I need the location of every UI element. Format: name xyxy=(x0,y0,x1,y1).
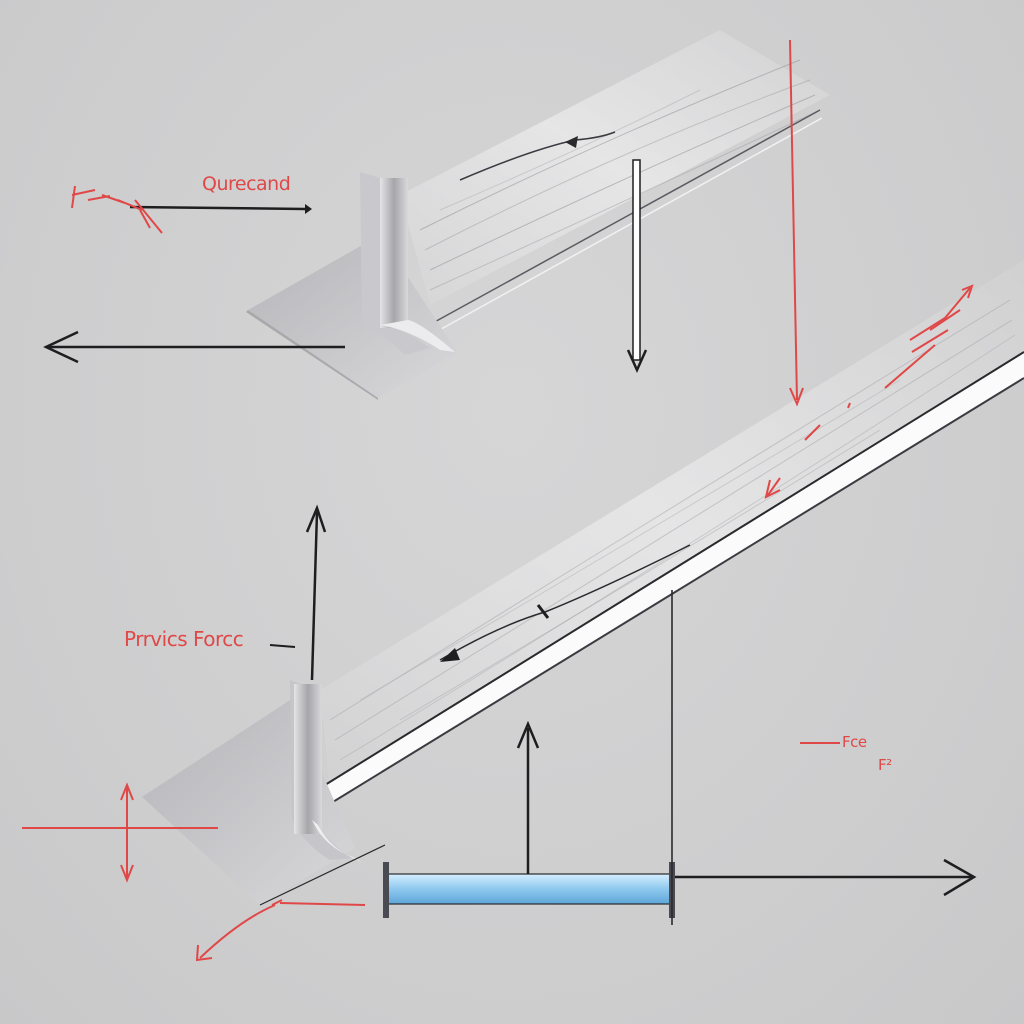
blue-beam xyxy=(383,590,675,925)
arrow-right-beam xyxy=(675,858,977,897)
arrow-up-beam xyxy=(516,720,540,874)
arrow-top-left xyxy=(129,204,312,214)
label-right: Fce xyxy=(842,733,867,751)
label-right-sub: F² xyxy=(878,756,892,774)
upper-ramp xyxy=(400,30,830,339)
arrow-up-middle xyxy=(305,504,327,681)
dark-arrows xyxy=(43,159,977,897)
lower-ramp xyxy=(320,260,1024,806)
label-middle: Prrvics Forcc xyxy=(124,627,244,651)
label-top: Qurecand xyxy=(202,173,291,195)
arrow-left-upper xyxy=(43,330,345,364)
red-marks xyxy=(22,39,974,962)
red-curved-arrow-bottom xyxy=(195,899,366,962)
red-scribble-top-left xyxy=(71,185,163,234)
arrow-down-upper xyxy=(626,159,648,374)
red-line-upper-right xyxy=(789,39,804,407)
arrow-mid-label xyxy=(269,644,296,648)
red-vertical-double-arrow xyxy=(22,782,218,883)
red-arrows-ramp xyxy=(764,284,974,499)
lower-block xyxy=(142,680,386,906)
upper-block xyxy=(246,172,458,400)
